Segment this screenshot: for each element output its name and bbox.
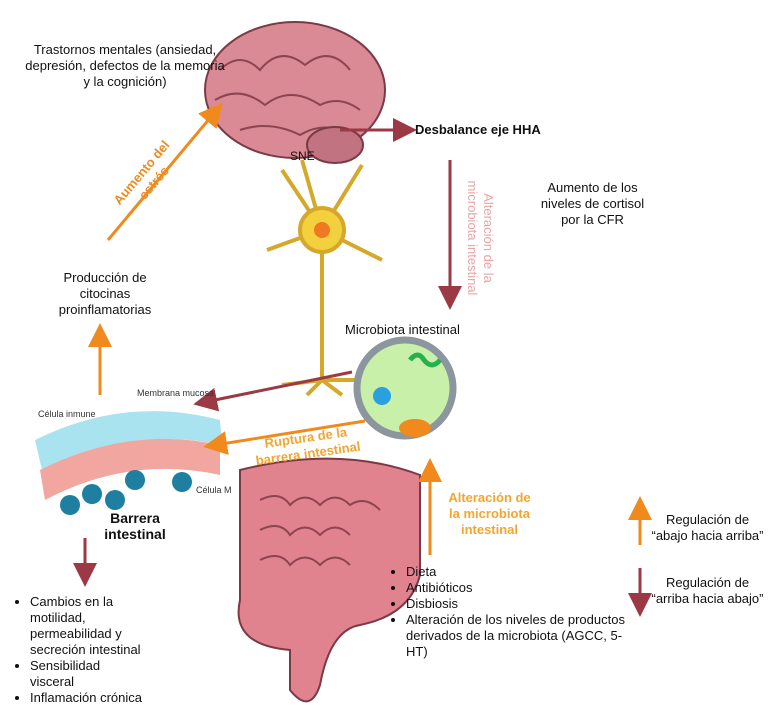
alteration-vertical-label: Alteración de la microbiota intestinal xyxy=(465,180,496,296)
intestine-icon xyxy=(237,457,421,703)
brain-icon xyxy=(204,21,386,164)
immune-cell-label: Célula inmune xyxy=(38,409,96,419)
mental-disorders-label: Trastornos mentales (ansiedad, depresión… xyxy=(25,42,225,89)
microbiota-label: Microbiota intestinal xyxy=(345,322,460,337)
barrier-label: Barrera intestinal xyxy=(104,510,166,542)
effects-list: Cambios en la motilidad, permeabilidad y… xyxy=(16,594,146,706)
rupture-arrow xyxy=(203,419,366,455)
alteration-up-label: Alteración de la microbiota intestinal xyxy=(448,490,531,537)
hpa-imbalance-label: Desbalance eje HHA xyxy=(415,122,541,137)
stress-arrow xyxy=(106,102,223,241)
effects-list-item: Inflamación crónica xyxy=(30,690,146,706)
mucosa-label: Membrana mucosa xyxy=(137,388,215,398)
arrows xyxy=(73,102,652,617)
effects-list-item: Sensibilidad visceral xyxy=(30,658,146,690)
causes-list-item: Disbiosis xyxy=(406,596,627,612)
causes-list-item: Dieta xyxy=(406,564,627,580)
mucosa-arrow xyxy=(193,370,353,412)
cortisol-label: Aumento de los niveles de cortisol por l… xyxy=(540,180,645,227)
cytokines-label: Producción de citocinas proinflamatorias xyxy=(58,270,152,317)
intestinal-barrier-icon xyxy=(35,411,222,515)
causes-list-item: Antibióticos xyxy=(406,580,627,596)
causes-list-item: Alteración de los niveles de productos d… xyxy=(406,612,627,660)
m-cell-label: Célula M xyxy=(196,485,232,495)
legend-bottom-up: Regulación de “abajo hacia arriba” xyxy=(651,512,764,543)
effects-list-item: Cambios en la motilidad, permeabilidad y… xyxy=(30,594,146,658)
causes-list: Dieta Antibióticos Disbiosis Alteración … xyxy=(392,564,627,660)
legend-top-down: Regulación de “arriba hacia abajo” xyxy=(651,575,764,606)
sne-label: SNE xyxy=(290,149,315,163)
microbiota-icon xyxy=(353,336,457,440)
